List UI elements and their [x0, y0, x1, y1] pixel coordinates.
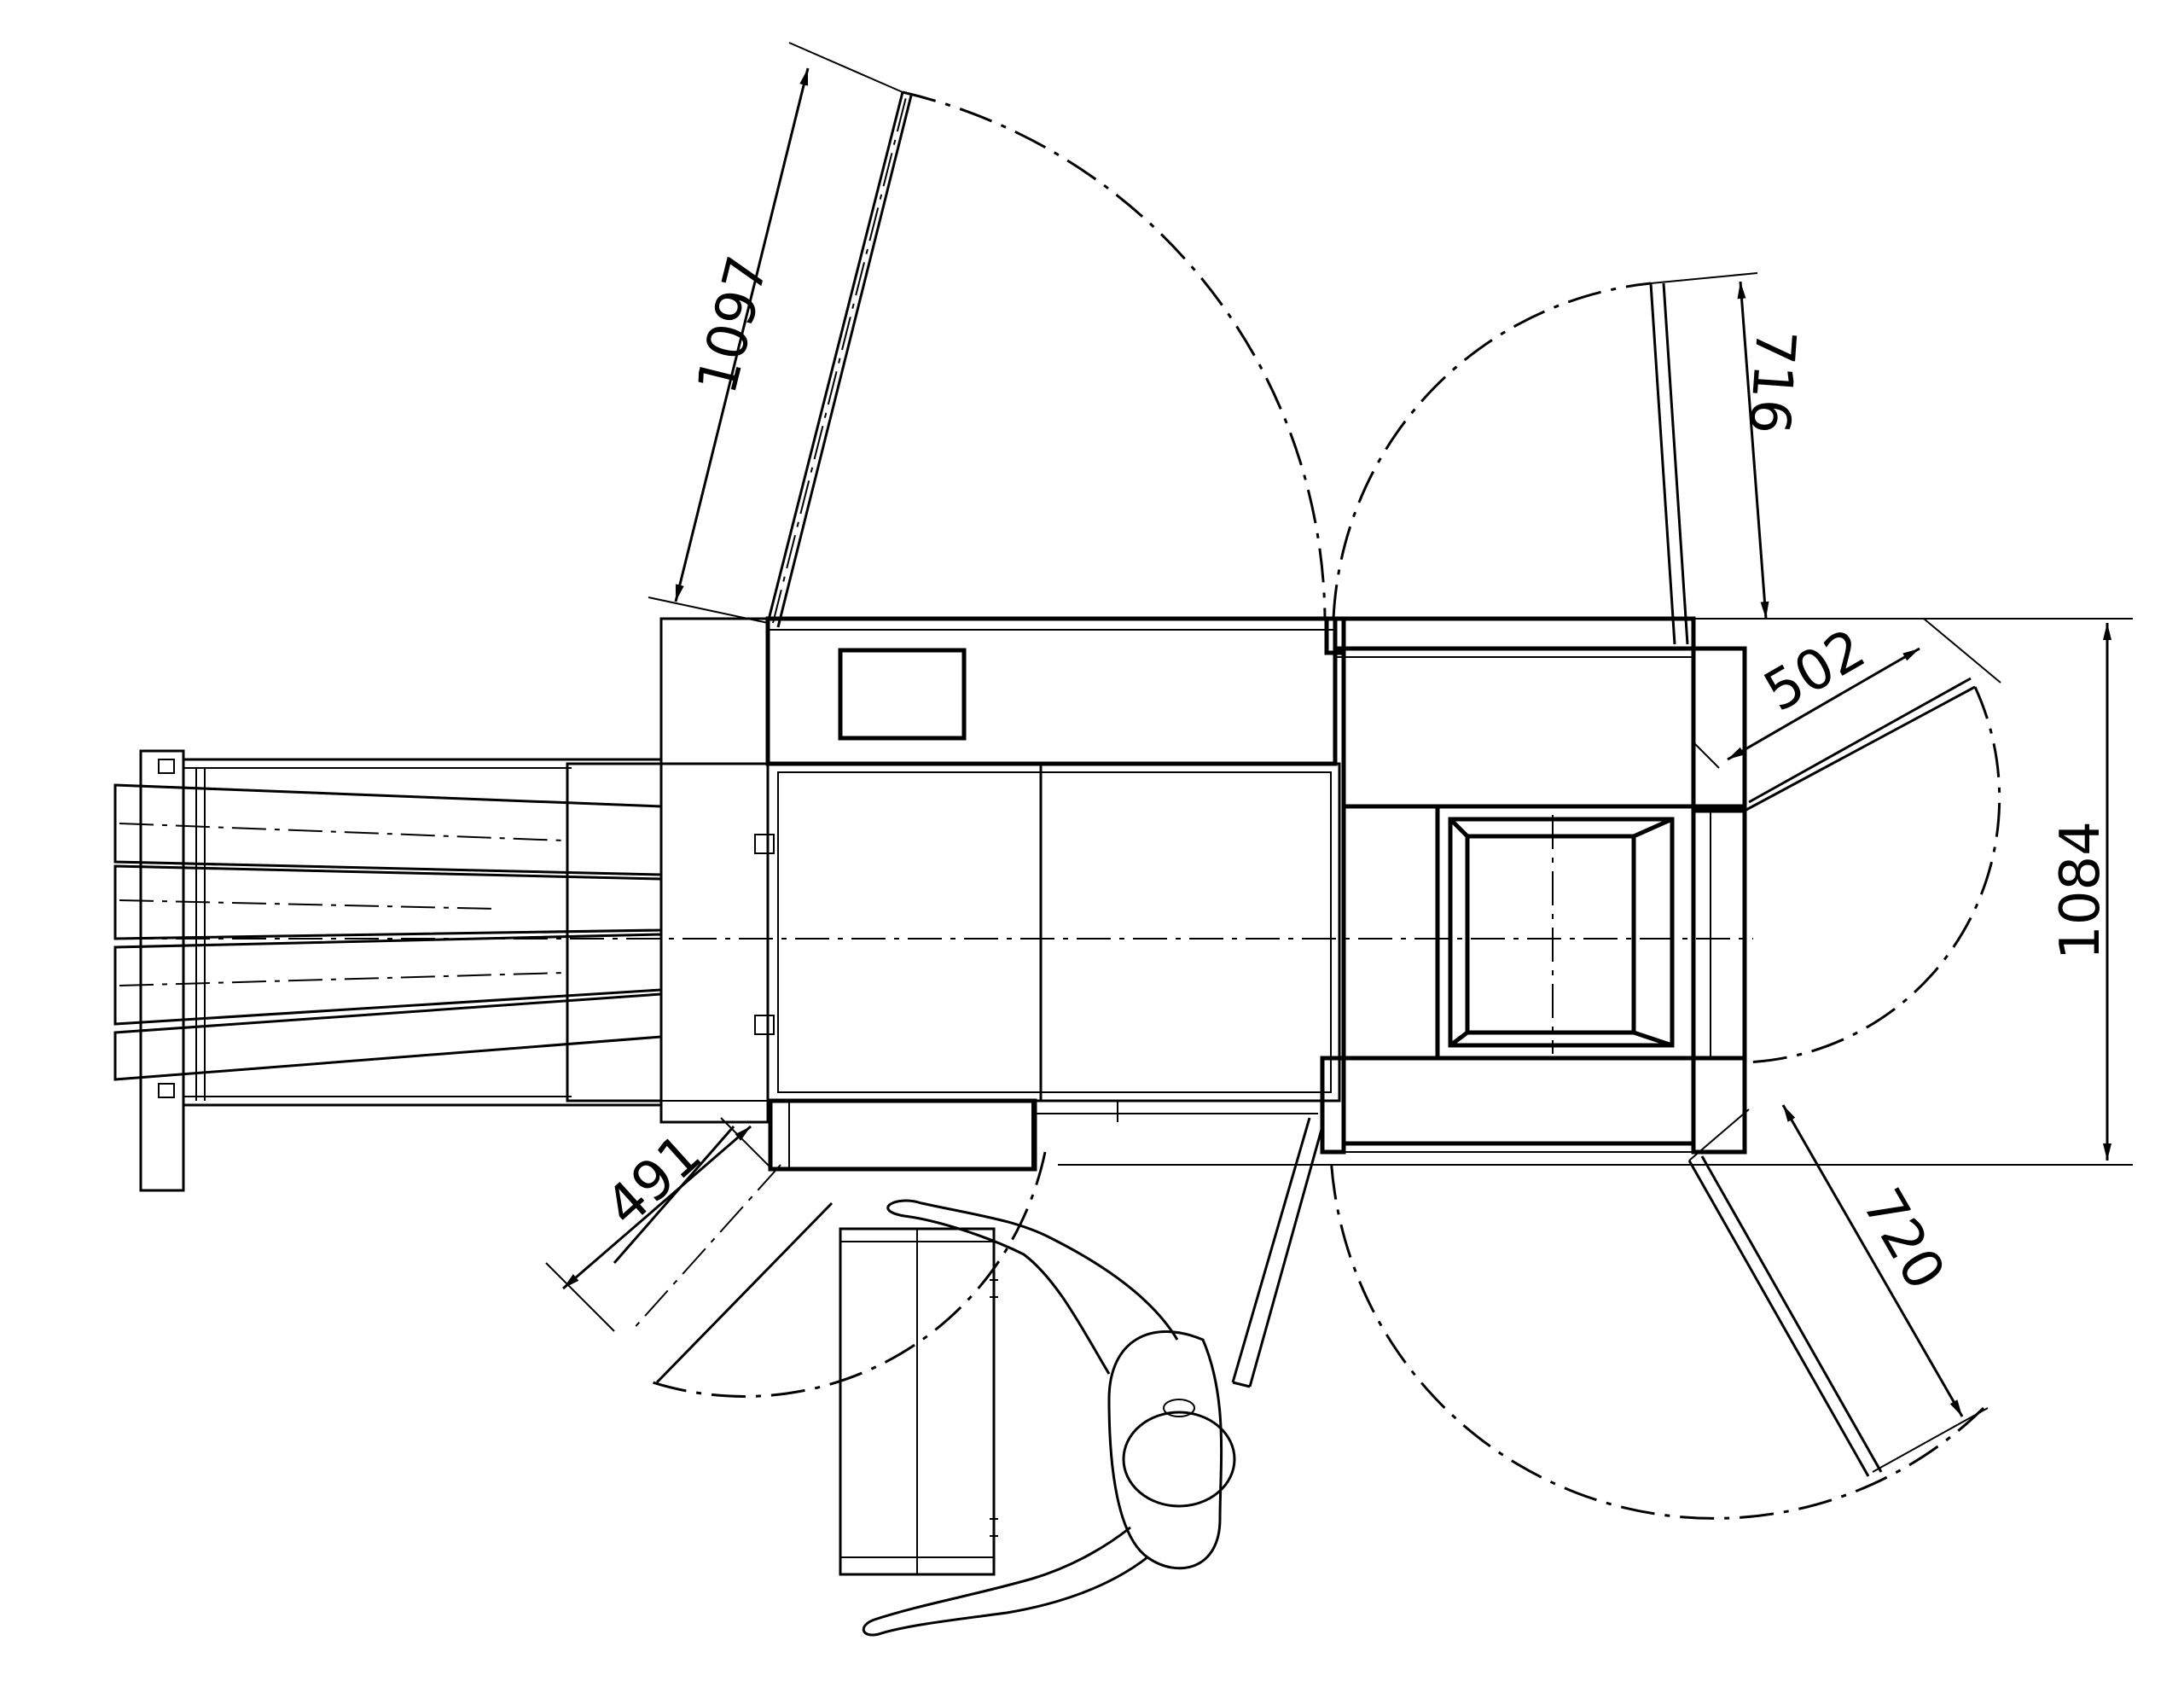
dim-label-720: 720 — [1850, 1178, 1956, 1300]
dim-label-1084: 1084 — [2049, 821, 2112, 960]
dim-label-716: 716 — [1737, 328, 1807, 436]
operator-with-cart — [839, 1199, 1236, 1637]
right-loading-unit — [1320, 616, 1747, 1155]
control-panel-screen — [838, 648, 967, 741]
dimension-lines — [545, 42, 2133, 1473]
center-lines — [119, 815, 1753, 1054]
dim-label-1097: 1097 — [686, 250, 781, 400]
discharge-chutes — [113, 749, 663, 1192]
doors — [613, 90, 2001, 1520]
machine-body — [659, 616, 1341, 1172]
dim-label-491: 491 — [594, 1122, 713, 1239]
